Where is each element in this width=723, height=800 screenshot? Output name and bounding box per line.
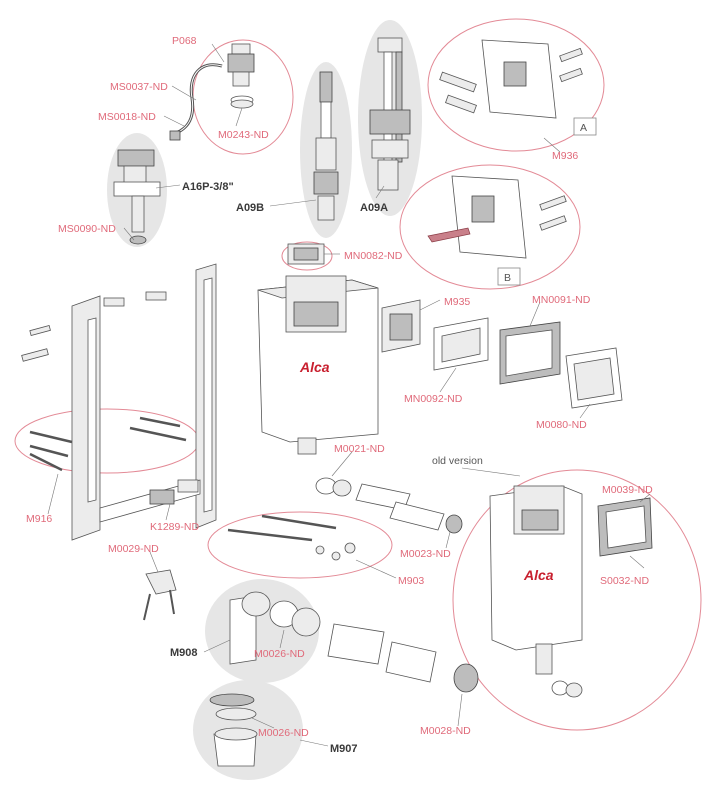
mounting-plate-m935 [427,175,567,259]
label-m0023: M0023-ND [400,548,451,560]
group-outline-m936 [427,18,605,152]
group-outline-m916 [14,408,200,474]
label-ms0037: MS0037-ND [110,81,168,93]
group-outline-m903 [207,511,393,579]
fill-valve-a16p [113,149,161,245]
coupling-m907 [209,693,258,767]
flush-valve-a09b [313,71,339,221]
label-a16p: A16P-3/8" [182,181,234,193]
label-m936: M936 [552,150,578,162]
group-outline-mn0082 [281,241,333,271]
rods-m903 [227,514,356,561]
frame-bolts-m916 [29,416,187,472]
pipe-m0028 [327,623,479,693]
brand-logo-main: Alca [299,359,330,375]
label-m0028: M0028-ND [420,725,471,737]
label-mn0092: MN0092-ND [404,393,463,405]
group-outline-old-version [452,469,702,731]
frame-foot-k1289 [149,479,199,505]
label-ms0090: MS0090-ND [58,223,116,235]
inspection-frame-m0080 [565,347,623,409]
mounting-plate-m936 [439,39,583,119]
seal-mn0082 [287,243,325,265]
installation-frame [71,263,217,541]
leader-lines [47,43,651,747]
actuator-frame-mn0092 [433,317,489,371]
actuator-frame-m0039 [597,497,653,557]
label-ms0018: MS0018-ND [98,111,156,123]
label-a09a: A09A [360,202,388,214]
label-p068: P068 [172,35,197,47]
clip-m0029 [143,569,177,621]
label-m908: M908 [170,647,198,659]
label-box-a: A [580,122,587,134]
label-m0029: M0029-ND [108,543,159,555]
callout-box-a [573,117,597,136]
label-m0039: M0039-ND [602,484,653,496]
actuator-plate-m935-small [381,299,421,353]
connector-m0243 [227,43,255,109]
label-mn0091: MN0091-ND [532,294,591,306]
flush-valve-a09a [369,37,411,191]
elbow-m908 [229,591,321,665]
label-old-version: old version [432,455,483,467]
label-m0026b: M0026-ND [258,727,309,739]
label-m903: M903 [398,575,424,587]
label-m0080: M0080-ND [536,419,587,431]
wall-anchors [21,291,167,362]
label-box-b: B [504,272,511,284]
pipe-elbow-m0023 [355,483,463,534]
label-m0021: M0021-ND [334,443,385,455]
cistern-old-version: Alca [489,485,583,698]
label-m935: M935 [444,296,470,308]
label-k1289: K1289-ND [150,521,199,533]
group-outline-m935 [399,164,581,290]
cistern-main: Alca [257,275,379,455]
pipe-m0021 [315,477,352,497]
label-a09b: A09B [236,202,264,214]
label-s0032: S0032-ND [600,575,649,587]
label-m907: M907 [330,743,358,755]
brand-logo-old: Alca [523,567,554,583]
label-m0243: M0243-ND [218,129,269,141]
label-m916: M916 [26,513,52,525]
actuator-frame-mn0091 [499,321,561,385]
label-m0026a: M0026-ND [254,648,305,660]
label-mn0082: MN0082-ND [344,250,403,262]
callout-box-b [497,267,521,286]
